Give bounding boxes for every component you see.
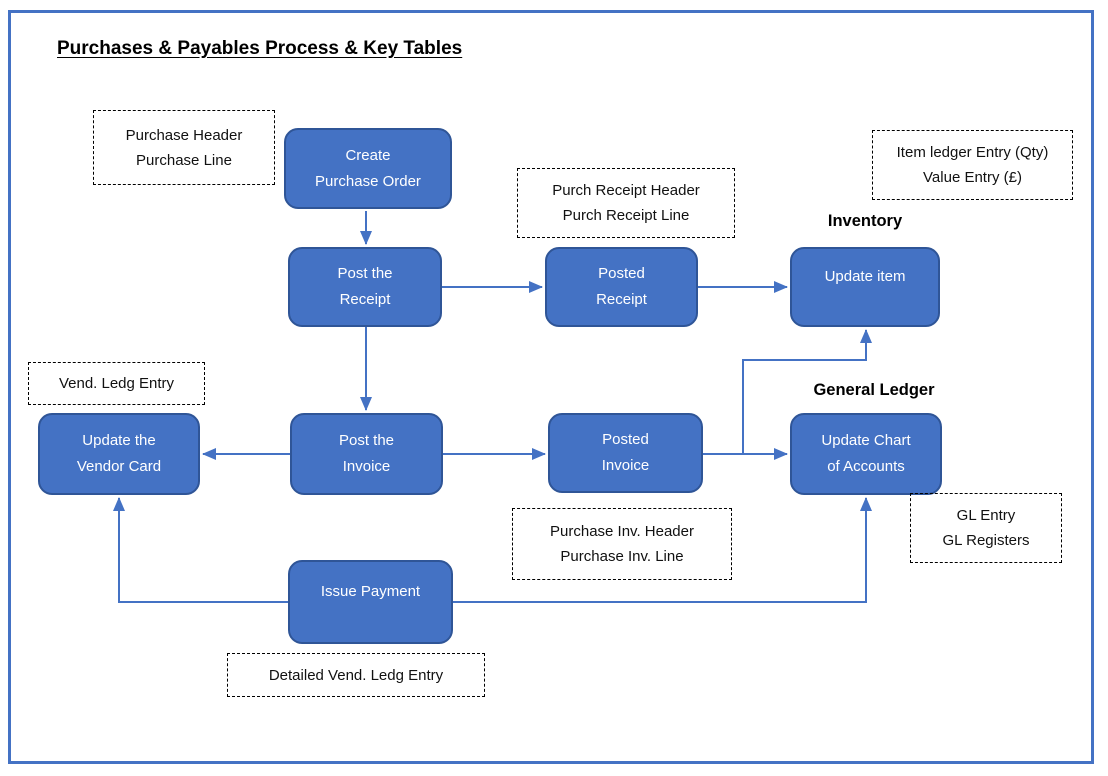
- annotation-label: GL Entry GL Registers: [942, 507, 1030, 549]
- node-post-the-invoice: Post the Invoice: [290, 413, 443, 495]
- annotation-purch-receipt-header-line: Purch Receipt Header Purch Receipt Line: [517, 168, 735, 238]
- node-post-the-receipt: Post the Receipt: [288, 247, 442, 327]
- node-label: Update the Vendor Card: [76, 432, 162, 475]
- node-update-item: Update item: [790, 247, 940, 327]
- node-issue-payment: Issue Payment: [288, 560, 453, 644]
- node-posted-receipt: Posted Receipt: [545, 247, 698, 327]
- annotation-gl-entry-registers: GL Entry GL Registers: [910, 493, 1062, 563]
- diagram-title: Purchases & Payables Process & Key Table…: [57, 38, 463, 59]
- node-label: Post the Receipt: [337, 265, 393, 308]
- annotation-label: Purchase Header Purchase Line: [125, 126, 243, 169]
- annotation-purchase-inv-header-line: Purchase Inv. Header Purchase Inv. Line: [512, 508, 732, 580]
- node-label: Post the Invoice: [338, 432, 395, 475]
- annotation-label: Purch Receipt Header Purch Receipt Line: [552, 182, 700, 224]
- node-label: Update item: [824, 268, 906, 285]
- node-update-chart-of-accounts: Update Chart of Accounts: [790, 413, 942, 495]
- node-create-purchase-order: Create Purchase Order: [284, 128, 452, 209]
- annotation-label: Detailed Vend. Ledg Entry: [268, 666, 444, 684]
- node-label: Create Purchase Order: [315, 146, 421, 190]
- annotation-label: Item ledger Entry (Qty) Value Entry (£): [896, 144, 1049, 186]
- annotation-item-ledger-value-entry: Item ledger Entry (Qty) Value Entry (£): [872, 130, 1073, 200]
- page-border: [8, 10, 1094, 764]
- node-label: Posted Receipt: [596, 265, 647, 308]
- annotation-vend-ledg-entry: Vend. Ledg Entry: [28, 362, 205, 405]
- section-label-general-ledger: General Ledger: [813, 381, 935, 399]
- node-label: Update Chart of Accounts: [821, 432, 911, 475]
- annotation-purchase-header-line: Purchase Header Purchase Line: [93, 110, 275, 185]
- annotation-detailed-vend-ledg-entry: Detailed Vend. Ledg Entry: [227, 653, 485, 697]
- node-update-the-vendor-card: Update the Vendor Card: [38, 413, 200, 495]
- node-posted-invoice: Posted Invoice: [548, 413, 703, 493]
- annotation-label: Purchase Inv. Header Purchase Inv. Line: [550, 523, 694, 565]
- section-label-inventory: Inventory: [827, 212, 903, 230]
- node-label: Issue Payment: [320, 583, 421, 600]
- node-label: Posted Invoice: [601, 431, 650, 474]
- annotation-label: Vend. Ledg Entry: [58, 375, 175, 392]
